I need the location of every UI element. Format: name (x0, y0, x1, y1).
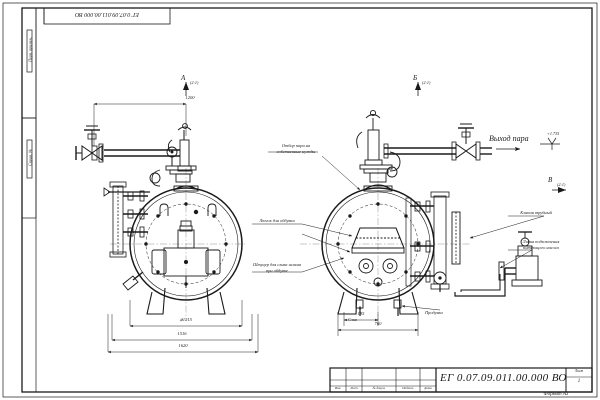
view-a-end-view (75, 123, 245, 320)
sheet-format-label: Формат А3 (543, 392, 569, 397)
dim-support-span: 760 (374, 321, 382, 326)
safety-valve-right (356, 109, 401, 183)
dim-overall-mid: 1516 (177, 331, 187, 336)
annotation-sludge-nozzle: Штуцер для слива шлама при обдувке (252, 262, 302, 273)
annotation-steam-outlet: Выход пара (489, 134, 529, 143)
lug-pin (193, 209, 199, 215)
view-label-a: А (181, 74, 186, 82)
left-margin-boxes (21, 7, 37, 392)
dim-overall-base: 1620 (178, 343, 188, 348)
top-pipe-run-left (75, 125, 180, 163)
pressure-gauge-right (433, 271, 447, 292)
annotation-check-valve: Клапан трубный (520, 210, 552, 215)
view-b-front-view (300, 109, 543, 320)
vessel-shell-inner (133, 191, 239, 297)
annotation-self-needs: Отбор пара на собственные нужды (276, 143, 316, 154)
leader-lines (252, 151, 545, 316)
vessel-shell-outer (129, 187, 243, 301)
level-gauge-column (405, 191, 461, 290)
dim-vessel-diameter: ⌀1215 (180, 317, 192, 322)
flange-bolts-right (336, 202, 420, 286)
leader-self-needs (321, 155, 361, 191)
leader-hatch (301, 223, 353, 237)
lifting-lugs (159, 203, 217, 216)
title-block-col-sign: Подпись (402, 386, 414, 390)
view-label-a-scale: (2:1) (190, 80, 199, 85)
support-legs-right (337, 287, 419, 315)
dim-top-width: 1200 (185, 95, 195, 100)
elevation-value: +1.735 (547, 131, 560, 136)
gauge-column-left (109, 181, 148, 291)
title-block-col-izm: Изм. (334, 386, 342, 390)
margin-label-reference-no: Справ. № (27, 149, 33, 166)
top-designation-text: ЕГ 0.07.09.011.00.000 ВО (75, 11, 139, 17)
title-block-col-docnum: № докум. (372, 386, 386, 390)
safety-valve-left (149, 123, 197, 187)
internal-hatch (351, 227, 405, 254)
title-block-designation: ЕГ 0.07.09.011.00.000 ВО (440, 372, 567, 384)
title-block-col-date: Дата (424, 386, 432, 390)
leader-check-valve (469, 215, 545, 239)
title-block (329, 367, 593, 393)
dim-support-inner: 185 (357, 311, 365, 316)
dimension-chain-left (93, 102, 259, 354)
leader-pump-line (499, 249, 533, 269)
title-block-sheet-number: 1 (577, 379, 581, 384)
view-label-c-scale: (2:1) (557, 182, 566, 187)
leader-purge (401, 305, 441, 311)
dimension-chain-right (337, 312, 419, 336)
support-legs-left (146, 287, 226, 315)
view-label-b: Б (413, 74, 418, 82)
title-block-col-list: Лист (350, 386, 358, 390)
burner-ports (358, 258, 398, 287)
burner-front-assembly (151, 220, 221, 288)
lower-pipe-left (103, 187, 150, 197)
title-block-sheet-word: Лист (574, 369, 584, 373)
steam-outlet-line (383, 123, 492, 161)
top-designation-frame (43, 7, 171, 25)
centerlines-left (110, 168, 245, 320)
elevation-marker (540, 137, 560, 150)
view-arrow-b (415, 82, 421, 96)
annotation-blowdown-hatch: Лючок для обдувки (259, 218, 295, 223)
annotation-purge: Продувка (425, 310, 443, 315)
annotation-drain: Слив (348, 317, 357, 322)
feed-pump-assembly (454, 231, 543, 297)
view-arrow-a (183, 82, 189, 96)
view-label-b-scale: (2:1) (422, 80, 431, 85)
view-label-c: В (548, 176, 553, 184)
margin-label-first-application: Перв. примен. (27, 37, 33, 62)
view-arrow-c (552, 187, 566, 193)
annotation-pump-line: Линия подключения питающего насоса (522, 239, 560, 250)
leader-sludge (301, 257, 345, 273)
vessel-dome-right (363, 184, 393, 191)
